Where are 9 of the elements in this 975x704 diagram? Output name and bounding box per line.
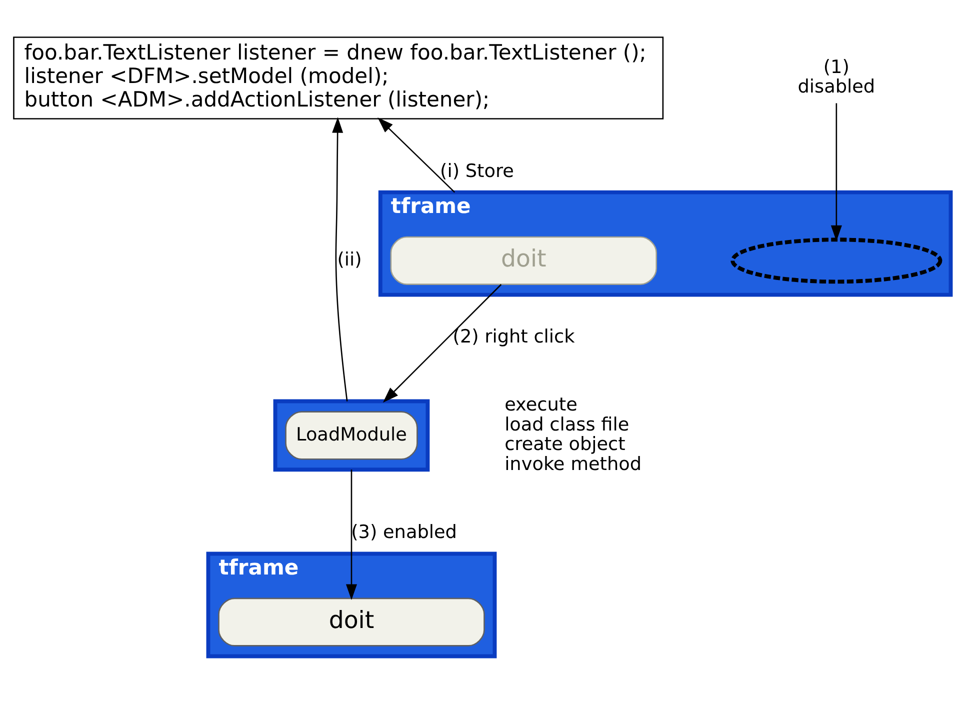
edge-label: (2) right click [452,326,575,348]
node-text: (1) disabled [798,57,876,98]
edge-label: (ii) [337,250,362,271]
edge-label: (i) Store [440,160,514,182]
label: create object [504,434,626,456]
edge-label: (3) enabled [351,522,457,544]
label: invoke method [504,454,642,475]
label: execute [504,394,578,416]
label: load class file [504,414,630,436]
